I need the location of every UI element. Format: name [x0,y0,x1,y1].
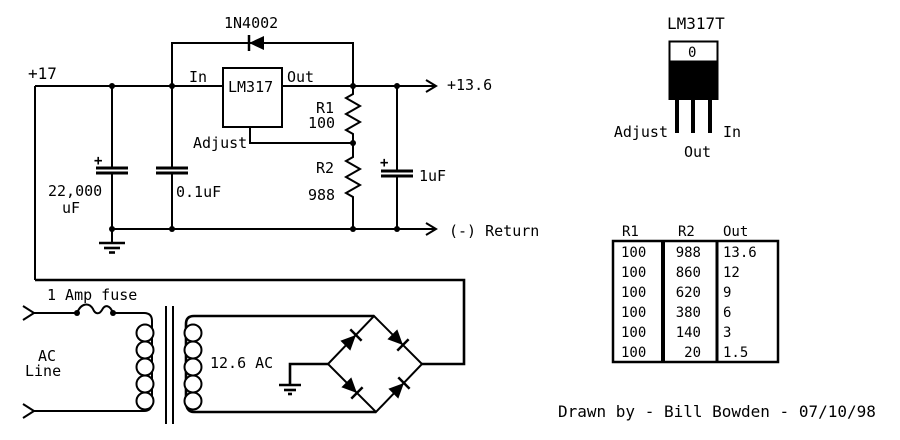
table-header-r1: R1 [622,224,639,240]
table-cell: 100 [621,305,646,321]
package-legs [675,100,712,133]
credit-line: Drawn by - Bill Bowden - 07/10/98 [558,402,876,421]
secondary-voltage-label: 12.6 AC [210,354,273,372]
filter-cap-unit-label: uF [62,199,80,217]
ac-line-label-1: AC [38,347,56,365]
package-title: LM317T [667,14,725,33]
table-cell: 1.5 [723,345,748,361]
r2-name-label: R2 [316,159,334,177]
table-cell: 13.6 [723,245,757,261]
ground-symbol-bridge [279,362,328,396]
output-cap-label: 1uF [419,167,446,185]
polarity-plus-filter-cap: + [94,153,102,169]
ac-input-section: 1 Amp fuse AC Line 12.6 AC [22,278,466,424]
package-pin-left-label: Adjust [614,123,668,141]
reg-pin-out-label: Out [287,68,314,86]
output-capacitor-symbol [381,86,413,229]
regulator-section: +17 1N4002 In LM317 Out Adjust R1 100 R2… [28,14,539,280]
secondary-winding [183,323,203,411]
package-pin-bottom-label: Out [684,143,711,161]
table-cell: 12 [723,265,740,281]
filter-capacitor-symbol [96,86,128,229]
table-cell: 100 [621,345,646,361]
table-cell: 988 [676,245,701,261]
regulator-box [222,67,283,128]
package-hole-label: 0 [688,45,696,61]
table-cell: 100 [621,325,646,341]
fuse-symbol [34,303,116,316]
table-rows: 100 988 13.6 100 860 12 100 620 9 100 38… [621,245,757,361]
bridge-diode-bottom-left [341,377,364,400]
resistor-r2-symbol [343,143,363,229]
return-arrow-icon [425,222,438,236]
core-lines [165,306,174,424]
table-cell: 3 [723,325,731,341]
bridge-diode-top-right [387,329,410,352]
bypass-capacitor-symbol [156,86,188,229]
transformer-symbol [34,306,376,424]
package-pin-right-label: In [723,123,741,141]
table-cell: 860 [676,265,701,281]
table-cell: 140 [676,325,701,341]
package-body [668,61,719,100]
r2-value-label: 988 [308,186,335,204]
wires [34,42,434,280]
return-label: (-) Return [449,222,539,240]
output-voltage-label: +13.6 [447,76,492,94]
table-cell: 6 [723,305,731,321]
results-table: R1 R2 Out 100 988 13.6 100 860 12 100 62… [611,224,780,364]
bridge-diode-bottom-right [388,376,411,399]
ac-terminal-bottom-icon [22,403,36,419]
regulator-name-label: LM317 [228,78,273,96]
fuse-label: 1 Amp fuse [47,286,137,304]
table-cell: 100 [621,245,646,261]
table-cell: 9 [723,285,731,301]
polarity-plus-output-cap: + [380,155,388,171]
input-voltage-label: +17 [28,64,57,83]
ground-symbol-main [99,229,125,254]
table-border [611,239,780,364]
output-arrow-icon [425,79,438,93]
table-cell: 100 [621,265,646,281]
table-header-r2: R2 [678,224,695,240]
table-cell: 20 [684,345,701,361]
package-diagram: LM317T 0 Adjust In Out [614,14,741,161]
primary-winding [135,323,155,411]
resistor-r1-symbol [343,86,363,143]
reg-pin-adjust-label: Adjust [193,134,247,152]
bypass-cap-label: 0.1uF [176,183,221,201]
r1-name-label: R1 [316,99,334,117]
protection-diode-symbol [247,35,264,51]
table-header-out: Out [723,224,748,240]
bridge-diode-top-left [340,328,363,351]
filter-cap-value-label: 22,000 [48,182,102,200]
protection-diode-label: 1N4002 [224,14,278,32]
reg-pin-in-label: In [189,68,207,86]
dc-plus-wire [35,278,466,366]
junction-dots [109,83,400,232]
bridge-rectifier [326,314,424,414]
r1-value-label: 100 [308,114,335,132]
table-cell: 100 [621,285,646,301]
table-cell: 620 [676,285,701,301]
ac-line-label-2: Line [25,362,61,380]
ac-terminal-top-icon [22,305,36,321]
table-cell: 380 [676,305,701,321]
